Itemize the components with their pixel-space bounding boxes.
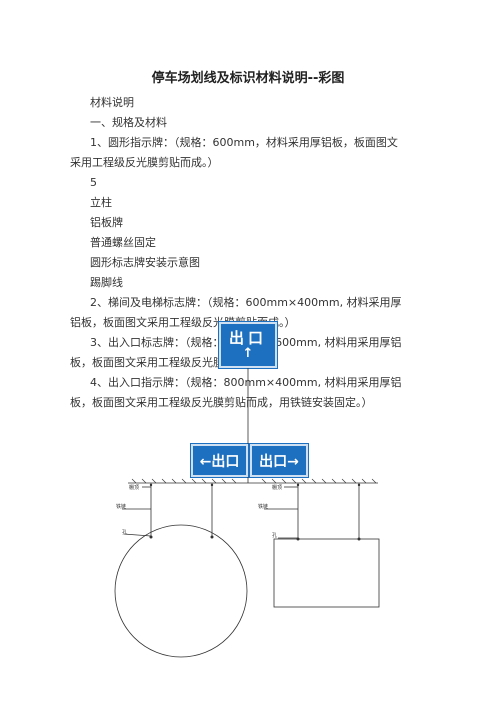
text-line: 1、圆形指示牌：（规格：600mm，材料采用厚铝板，板面图文 [90,136,398,149]
text-line: 圆形标志牌安装示意图 [90,256,200,269]
text-line: 2、梯间及电梯标志牌：（规格：600mm×400mm, 材料采用厚 [90,296,402,309]
text-line: 材料说明 [90,96,134,109]
text-line: 一、规格及材料 [90,116,167,129]
exit-sign-up: 出口 ↑ [218,321,278,369]
left-hole-label: 孔 [122,530,128,536]
right-ceiling-label: 棚顶 [272,485,283,491]
right-chain-label: 铁链 [258,504,269,510]
text-line: 铝板牌 [90,216,123,229]
exit-sign-right: 出口→ [249,443,309,478]
right-hole-label: 孔 [272,533,278,539]
text-line: 踢脚线 [90,276,123,289]
page-title: 停车场划线及标识材料说明--彩图 [151,71,345,86]
text-line: 立柱 [90,196,112,209]
text-line: 4、出入口指示牌：（规格：800mm×400mm, 材料用采用厚铝 [90,376,402,389]
text-line: 板，板面图文采用工程级反光膜剪贴而成，用铁链安装固定。） [70,396,373,409]
exit-sign-up-text: 出口 [228,329,267,347]
left-chain-label: 铁链 [116,504,127,510]
text-line: 普通螺丝固定 [90,236,156,249]
text-line: 5 [90,176,97,189]
exit-sign-left: ←出口 [190,443,249,478]
text-line: 采用工程级反光膜剪贴而成。） [70,156,219,169]
left-ceiling-label: 棚顶 [129,485,140,491]
up-arrow-icon: ↑ [242,346,254,361]
